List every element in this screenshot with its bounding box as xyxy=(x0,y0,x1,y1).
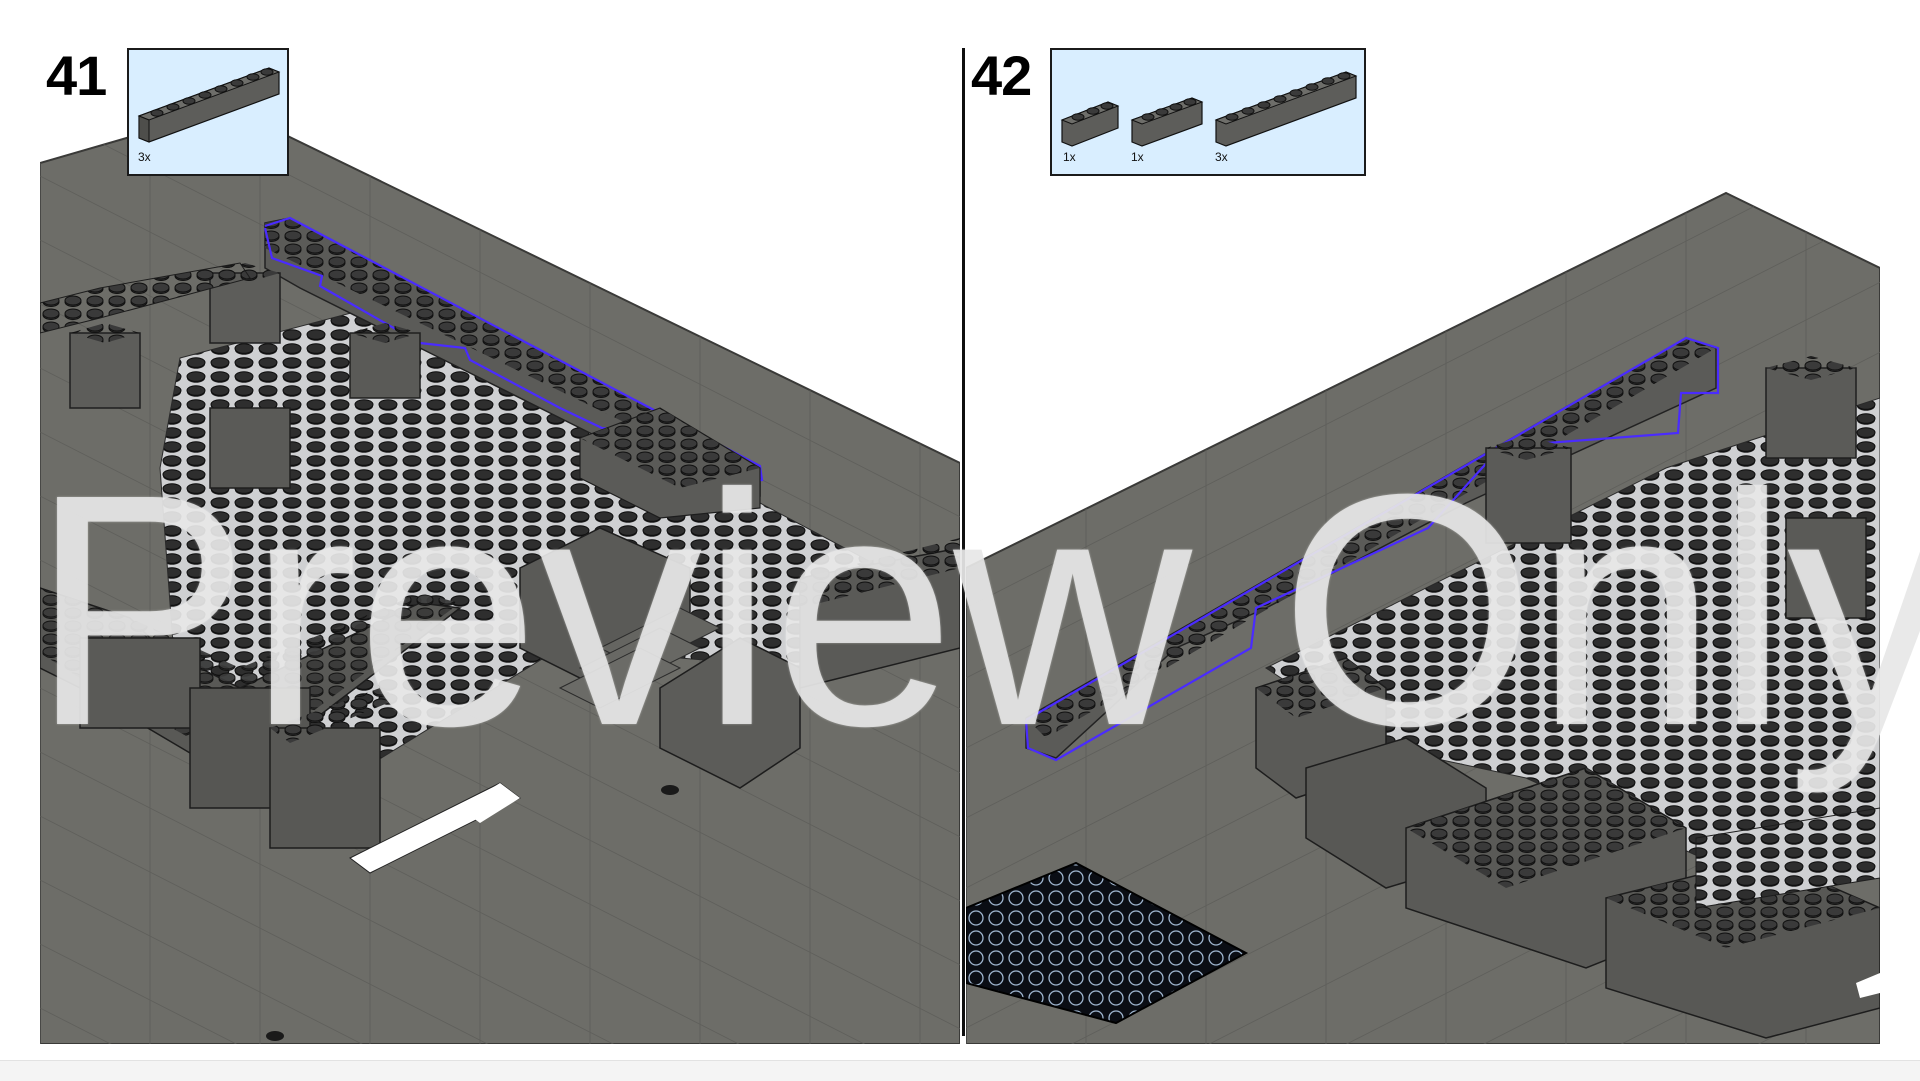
new-bricks-highlight xyxy=(263,216,764,487)
brick-1x4-icon xyxy=(1130,97,1204,147)
part-qty: 3x xyxy=(1215,150,1228,164)
step-41-scene xyxy=(40,48,960,1044)
step-42-illustration xyxy=(966,191,1880,1044)
brick-1x3-icon xyxy=(1060,101,1120,147)
parts-icons xyxy=(1060,71,1358,147)
parts-callout-41: 3x xyxy=(127,48,289,176)
parts-callout-42: 1x 1x 3x xyxy=(1050,48,1366,176)
step-number-42: 42 xyxy=(971,44,1032,107)
part-qty: 1x xyxy=(1131,150,1144,164)
step-41-illustration xyxy=(40,106,960,1044)
brick-1x8-icon xyxy=(1214,71,1358,147)
step-number-41: 41 xyxy=(46,44,107,107)
bottom-strip xyxy=(0,1060,1920,1081)
part-qty: 3x xyxy=(138,150,151,164)
brick-1x8-icon xyxy=(137,67,281,143)
part-qty: 1x xyxy=(1063,150,1076,164)
step-42-scene xyxy=(966,48,1880,1044)
step-divider xyxy=(962,48,965,1036)
